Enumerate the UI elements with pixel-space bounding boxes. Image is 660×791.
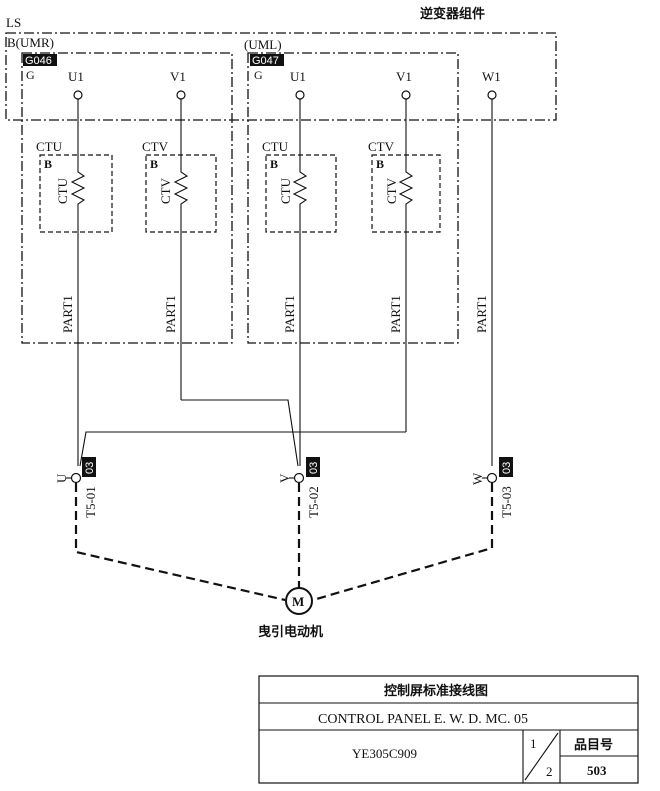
title-en: CONTROL PANEL E. W. D. MC. 05 — [318, 712, 528, 727]
part-label: PART1 — [163, 295, 178, 333]
connector-code: T5-02 — [306, 486, 321, 518]
part-label: PART1 — [282, 295, 297, 333]
svg-text:CTV: CTV — [142, 139, 169, 154]
wire-v-right-to-u — [79, 431, 406, 467]
sensor-ctu-left: CTU B CTU — [36, 139, 113, 233]
svg-text:B: B — [150, 157, 158, 171]
coil-label: CTV — [158, 177, 173, 204]
item-label: 品目号 — [574, 738, 613, 753]
svg-text:CTU: CTU — [262, 139, 289, 154]
motor-label: 曳引电动机 — [258, 624, 323, 640]
drawing-number: YE305C909 — [352, 746, 417, 761]
coil-label: CTU — [55, 177, 70, 204]
svg-text:W: W — [470, 472, 485, 485]
terminal-w1: W1 — [482, 69, 501, 100]
motor-lead-u — [74, 483, 286, 602]
connector-v: V 03 T5-02 — [277, 457, 321, 518]
connector-code: T5-01 — [83, 486, 98, 518]
svg-text:CTV: CTV — [368, 139, 395, 154]
svg-text:B: B — [270, 157, 278, 171]
sensor-ctv-right: CTV B CTV — [368, 139, 441, 233]
terminal-u1-right: U1 — [290, 69, 306, 100]
part-label: PART1 — [474, 295, 489, 333]
terminal-v1-right: V1 — [396, 69, 412, 100]
title-block: 控制屏标准接线图 CONTROL PANEL E. W. D. MC. 05 Y… — [258, 675, 639, 784]
coil-label: CTU — [278, 177, 293, 204]
connector-code: T5-03 — [499, 486, 514, 518]
part-label: PART1 — [60, 295, 75, 333]
sensor-ctv-left: CTV B CTV — [142, 139, 217, 233]
svg-text:U1: U1 — [290, 69, 306, 84]
title-cn: 控制屏标准接线图 — [384, 683, 488, 699]
svg-text:CTU: CTU — [36, 139, 63, 154]
svg-text:U: U — [54, 473, 69, 483]
coil-icon — [173, 168, 189, 208]
wire-v-left-to-v — [181, 399, 299, 467]
item-number: 503 — [587, 763, 607, 778]
umr-code-badge — [23, 54, 57, 66]
connector-w: W 03 T5-03 — [470, 457, 514, 518]
umr-g-label: G — [26, 68, 35, 82]
coil-icon — [398, 168, 414, 208]
motor-lead-w — [312, 483, 494, 602]
uml-code: G047 — [252, 55, 279, 67]
svg-text:03: 03 — [501, 462, 513, 474]
terminal-u1-left: U1 — [68, 69, 84, 100]
svg-text:V: V — [277, 473, 292, 483]
ls-frame — [5, 32, 557, 121]
svg-text:V1: V1 — [170, 69, 186, 84]
umr-code: G046 — [25, 55, 52, 67]
uml-code-badge — [250, 54, 284, 66]
part-label: PART1 — [388, 295, 403, 333]
terminal-v1-left: V1 — [170, 69, 186, 100]
svg-text:B: B — [376, 157, 384, 171]
sheet-total: 2 — [546, 764, 553, 779]
uml-label: (UML) — [244, 37, 282, 52]
svg-text:03: 03 — [84, 462, 96, 474]
sensor-ctu-right: CTU B CTU — [262, 139, 337, 233]
uml-board-frame — [247, 52, 459, 344]
assembly-title: 逆变器组件 — [420, 6, 485, 22]
coil-icon — [292, 168, 308, 208]
motor: M 曳引电动机 — [258, 587, 323, 640]
umr-board-frame — [21, 52, 233, 344]
sheet-number: 1 — [530, 736, 537, 751]
svg-text:U1: U1 — [68, 69, 84, 84]
svg-text:03: 03 — [308, 462, 320, 474]
svg-text:B: B — [44, 157, 52, 171]
svg-text:V1: V1 — [396, 69, 412, 84]
motor-symbol: M — [292, 594, 304, 609]
ls-label: LS — [6, 15, 21, 30]
uml-g-label: G — [254, 68, 263, 82]
connector-u: U 03 T5-01 — [54, 457, 98, 518]
coil-label: CTV — [384, 177, 399, 204]
umr-label: B(UMR) — [7, 35, 54, 50]
svg-text:W1: W1 — [482, 69, 501, 84]
coil-icon — [70, 168, 86, 208]
